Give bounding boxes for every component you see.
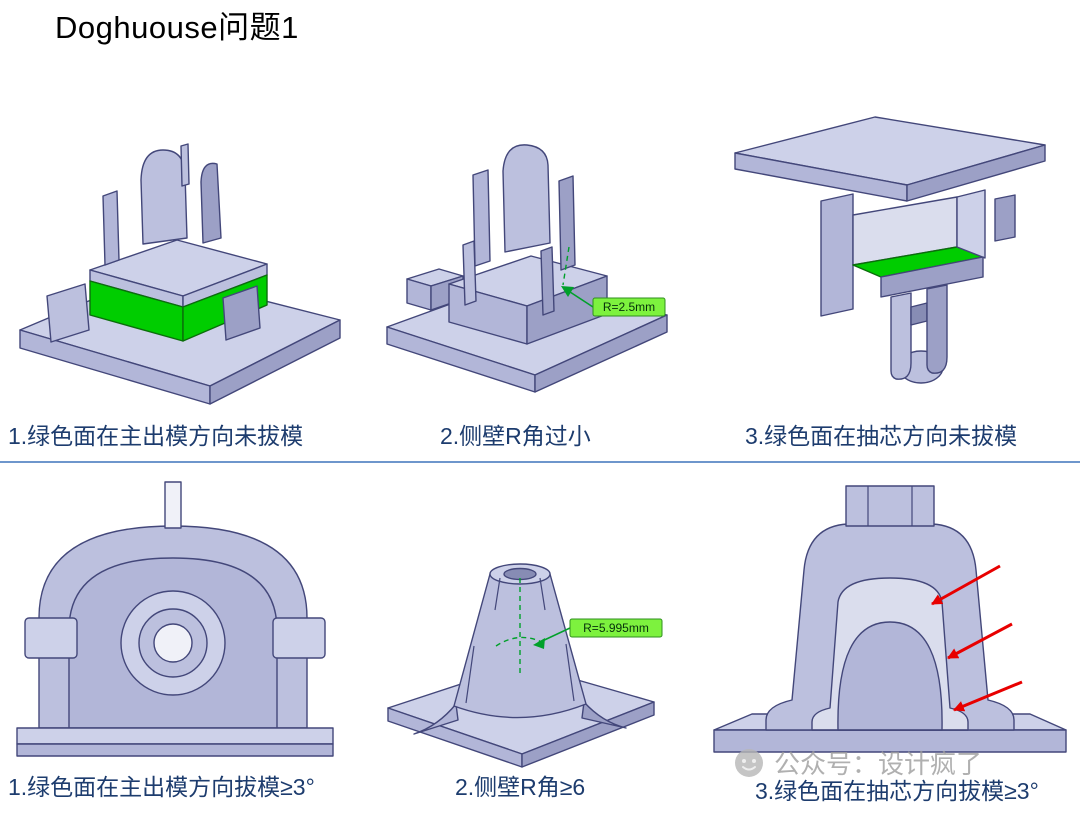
caption-row1-col1: 1.绿色面在主出模方向未拔模	[8, 423, 304, 449]
dimension-label-r25: R=2.5mm	[561, 246, 666, 317]
figure-row2-col3	[700, 478, 1080, 760]
walls	[462, 144, 576, 316]
cavity-section	[811, 577, 969, 731]
cad-image-small-radius: R=2.5mm	[386, 144, 668, 393]
watermark-text: 公众号：设计疯了	[774, 749, 983, 779]
left-wing	[46, 283, 90, 343]
top-slot	[164, 481, 182, 529]
section-divider	[0, 461, 1080, 463]
cad-image-large-radius: R=5.995mm	[387, 563, 663, 768]
caption-row2-col1: 1.绿色面在主出模方向拔模≥3°	[8, 774, 315, 800]
right-wing	[222, 285, 261, 341]
page-title: Doghuouse问题1	[55, 10, 299, 45]
figure-row1-col1	[5, 88, 350, 413]
housing-section	[820, 189, 1016, 317]
figure-row2-col1	[5, 478, 345, 760]
cad-image-drafted-boss-closeup	[16, 481, 334, 757]
gusset-skirts	[413, 701, 627, 735]
caption-row2-col3: 3.绿色面在抽芯方向拔模≥3°	[755, 778, 1039, 804]
center-boss	[120, 590, 226, 696]
snap-clip	[890, 284, 948, 384]
side-tabs	[24, 617, 326, 659]
ribs	[102, 143, 222, 266]
cad-image-drafted-slider	[713, 485, 1067, 753]
figure-row2-col2: R=5.995mm	[350, 478, 690, 768]
watermark: 公众号：设计疯了	[733, 744, 982, 781]
top-plate	[734, 116, 1046, 202]
caption-row1-col3: 3.绿色面在抽芯方向未拔模	[745, 423, 1018, 449]
cad-image-undrafted-main-pull	[19, 143, 341, 405]
figure-row1-col3	[695, 95, 1080, 410]
draft-arrows	[931, 564, 1023, 712]
dimension-text: R=5.995mm	[583, 621, 649, 635]
caption-row1-col2: 2.侧壁R角过小	[440, 423, 591, 449]
bottom-plate	[16, 727, 334, 757]
figure-row1-col2: R=2.5mm	[355, 95, 685, 410]
watermark-logo-icon	[735, 748, 763, 777]
caption-row2-col2: 2.侧壁R角≥6	[455, 774, 586, 800]
cad-image-undrafted-slider	[734, 116, 1046, 384]
top-stem	[845, 485, 935, 527]
dimension-text: R=2.5mm	[603, 300, 655, 314]
dimension-label-r5995: R=5.995mm	[495, 578, 663, 674]
